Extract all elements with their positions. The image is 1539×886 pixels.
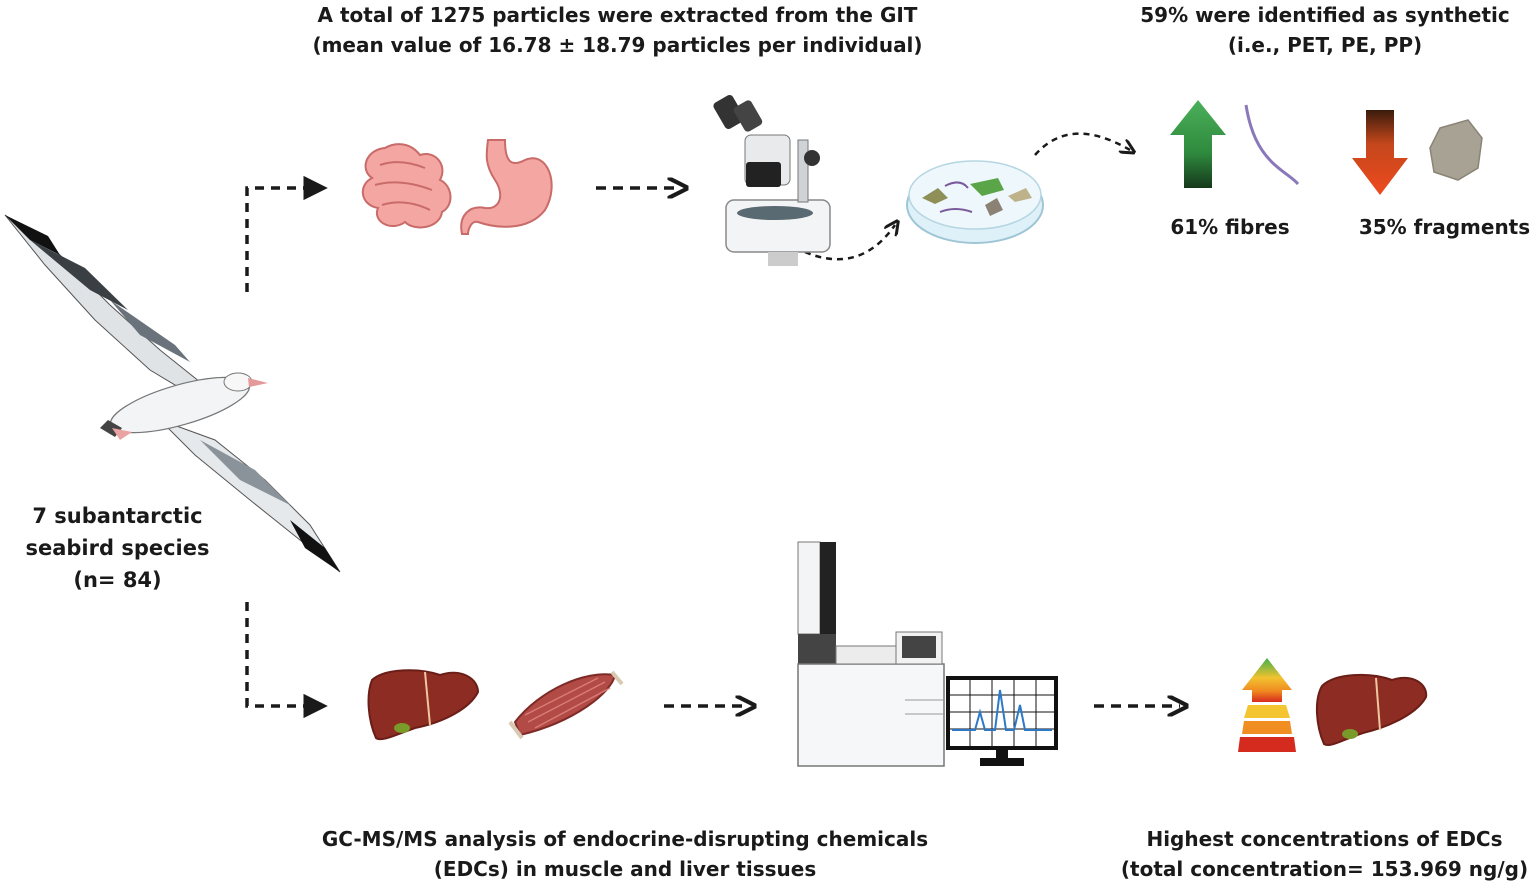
fragment-icon (1429, 119, 1483, 181)
extraction-title-line1: A total of 1275 particles were extracted… (317, 3, 918, 27)
result-line2: (total concentration= 153.969 ng/g) (1120, 857, 1529, 881)
species-line2: seabird species (25, 536, 210, 560)
analysis-line2: (EDCs) in muscle and liver tissues (433, 857, 817, 881)
stomach-icon (460, 139, 553, 235)
analysis-line1: GC-MS/MS analysis of endocrine-disruptin… (321, 827, 929, 851)
red-down-arrow-icon (1352, 110, 1408, 195)
species-line1: 7 subantarctic (32, 504, 203, 528)
fibre-icon (1244, 104, 1300, 186)
microscope-icon (713, 94, 831, 266)
arrow-microscope-to-dish (804, 225, 895, 261)
muscle-icon (508, 670, 624, 740)
species-line3: (n= 84) (73, 568, 162, 592)
albatross-icon (4, 214, 341, 573)
liver-icon (367, 669, 480, 741)
petri-dish-icon (906, 160, 1044, 244)
green-up-arrow-icon (1170, 100, 1226, 188)
gradient-up-arrow-icon (1238, 658, 1296, 752)
gc-ms-instrument-icon (797, 541, 945, 767)
fibres-label: 61% fibres (1170, 215, 1290, 239)
extraction-title-line2: (mean value of 16.78 ± 18.79 particles p… (312, 33, 923, 57)
flow-arrow-bottom (245, 602, 328, 719)
liver-result-icon (1316, 673, 1428, 746)
synthetic-title-line1: 59% were identified as synthetic (1140, 3, 1510, 27)
fragments-label: 35% fragments (1358, 215, 1531, 239)
chromatogram-monitor-icon (946, 676, 1058, 766)
result-line1: Highest concentrations of EDCs (1146, 827, 1503, 851)
intestine-icon (362, 143, 452, 229)
arrow-dish-to-results (1034, 132, 1130, 156)
flow-arrow-top (245, 175, 328, 292)
synthetic-title-line2: (i.e., PET, PE, PP) (1227, 33, 1423, 57)
